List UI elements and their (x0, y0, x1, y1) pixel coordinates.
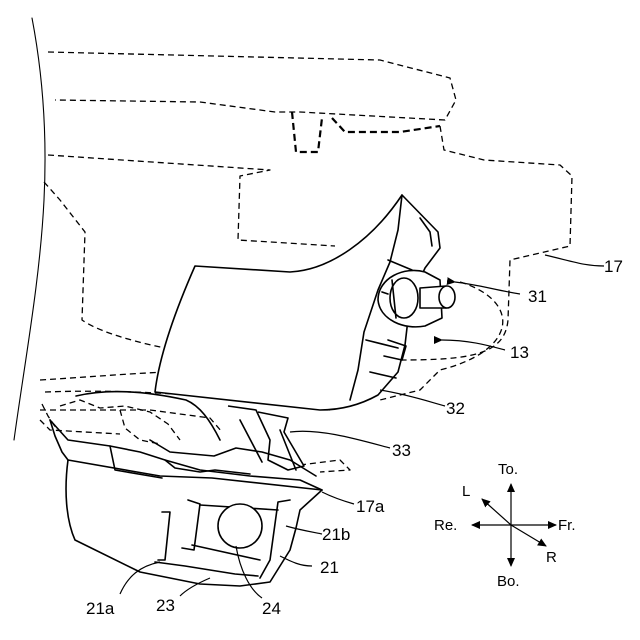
label-24: 24 (262, 599, 281, 618)
leader-17 (545, 255, 604, 266)
leader-17a (322, 492, 354, 504)
label-21a: 21a (86, 599, 115, 618)
label-31: 31 (528, 287, 547, 306)
label-32: 32 (446, 399, 465, 418)
leader-31 (455, 282, 520, 294)
bulb-socket (378, 270, 455, 326)
dir-label-rear: Re. (434, 517, 457, 534)
dir-label-top: To. (498, 461, 518, 478)
connector-24 (218, 504, 262, 548)
arrow-left (482, 499, 511, 525)
label-21: 21 (320, 558, 339, 577)
label-23: 23 (156, 596, 175, 615)
label-33: 33 (392, 441, 411, 460)
direction-indicator: To. Bo. Fr. Re. L R (434, 461, 576, 590)
dir-label-bottom: Bo. (497, 573, 520, 590)
leader-33 (290, 431, 390, 448)
bracket-33 (228, 406, 304, 470)
label-21b: 21b (322, 525, 350, 544)
label-17: 17 (604, 257, 623, 276)
dir-label-right: R (546, 549, 557, 566)
dir-label-left: L (462, 483, 470, 500)
body-outline (14, 18, 45, 440)
dir-label-front: Fr. (558, 517, 576, 534)
label-17a: 17a (356, 497, 385, 516)
arrow-right (511, 525, 546, 546)
label-13: 13 (510, 343, 529, 362)
